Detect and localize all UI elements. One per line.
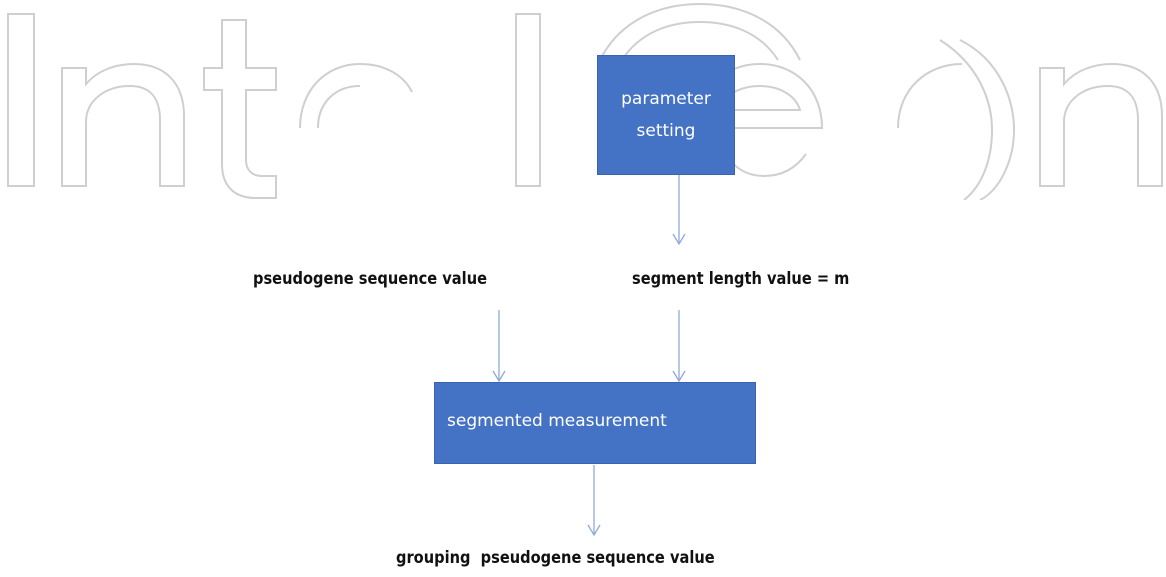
parameter-setting-line1: parameter bbox=[621, 89, 711, 109]
arrow-segment-length-to-measurement bbox=[672, 310, 686, 383]
arrow-parameter-to-segment-length bbox=[672, 175, 686, 246]
parameter-setting-line2: setting bbox=[636, 121, 696, 141]
arrow-pseudogene-to-measurement bbox=[492, 310, 506, 383]
pseudogene-sequence-value-label: pseudogene sequence value bbox=[253, 269, 488, 289]
segmented-measurement-label: segmented measurement bbox=[447, 411, 667, 431]
arrow-measurement-to-grouping bbox=[587, 465, 601, 537]
segmented-measurement-box: segmented measurement bbox=[434, 382, 756, 464]
grouping-output-label: grouping pseudogene sequence value bbox=[396, 548, 715, 568]
parameter-setting-box: parameter setting bbox=[597, 55, 735, 175]
segment-length-value-label: segment length value = m bbox=[632, 269, 850, 289]
